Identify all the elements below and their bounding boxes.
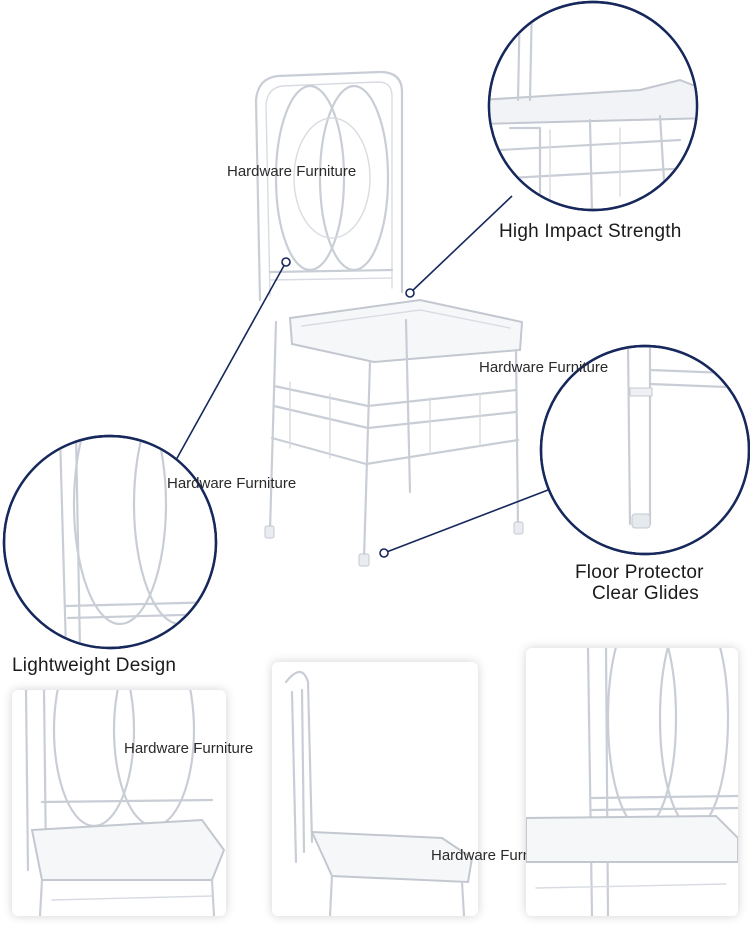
feature-floor-protector-line1: Floor Protector [575,562,704,583]
zoom-circle-lightweight [0,434,220,650]
feature-lightweight-design: Lightweight Design [12,655,177,676]
feature-high-impact-strength: High Impact Strength [499,221,682,242]
thumbnail-side-view [272,662,478,916]
watermark-text: Hardware Furniture [124,740,254,757]
feature-floor-protector-line2: Clear Glides [592,583,699,604]
watermark-text: Hardware Furniture [479,359,609,376]
zoom-circle-floor-protector [538,344,750,556]
watermark-text: Hardware Furniture [167,475,297,492]
zoom-circle-high-impact [480,0,706,212]
watermark-text: Hardware Furniture [227,163,357,180]
callout-dot-seat [405,288,415,298]
thumbnail-back-front [12,690,226,916]
callout-dot-glide [379,548,389,558]
callout-dot-back [281,257,291,267]
thumbnail-back-detail [526,648,738,916]
main-chair-image [254,70,524,567]
